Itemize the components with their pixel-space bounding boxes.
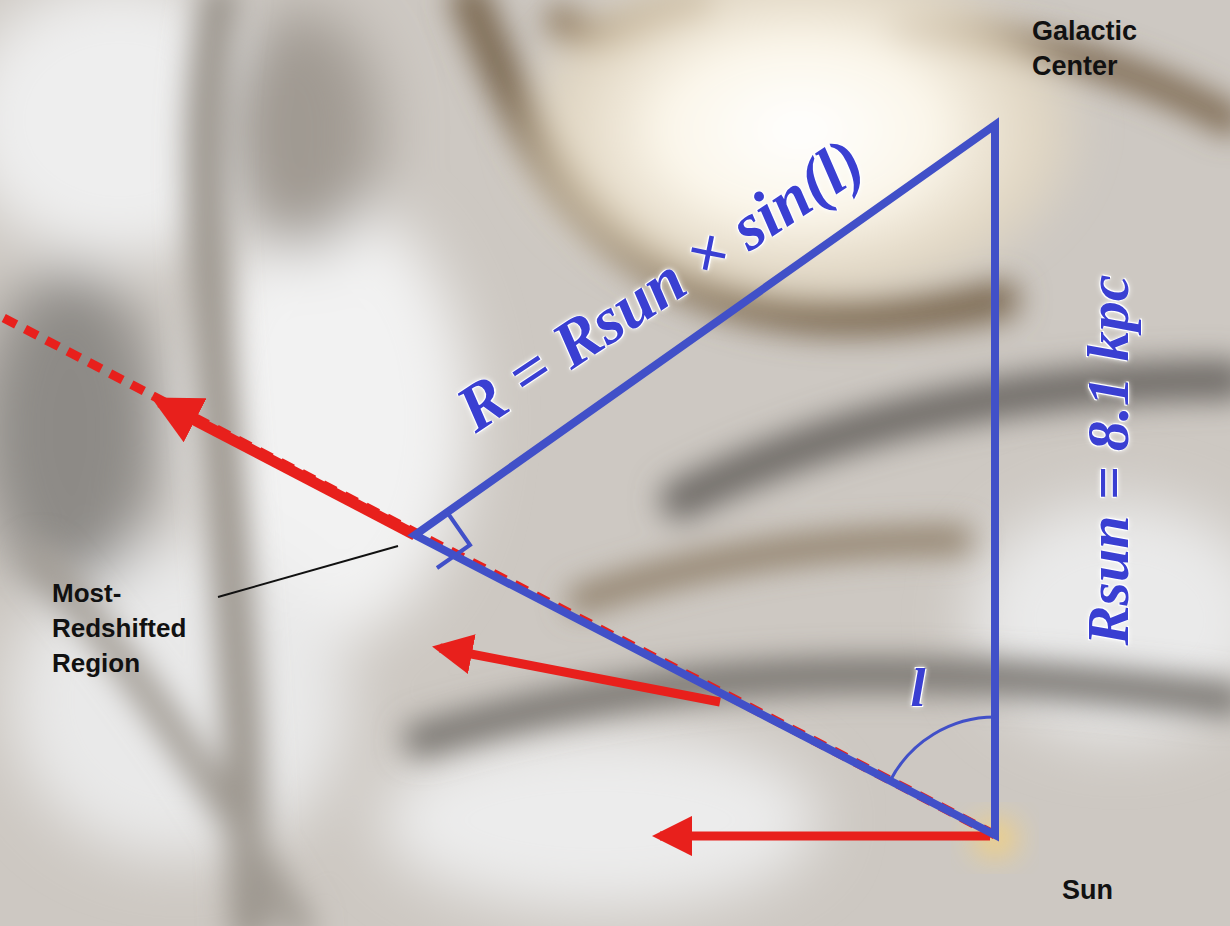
hypotenuse-formula: R = Rsun × sin(l): [443, 123, 878, 447]
velocity-arrow: [660, 832, 990, 841]
angle-arc: [890, 717, 995, 781]
galactic-center-label: Galactic Center: [1032, 14, 1202, 84]
angle-symbol: l: [910, 657, 925, 719]
velocity-arrow: [160, 402, 415, 535]
sun-label: Sun: [1062, 874, 1113, 906]
leader-line: [218, 546, 398, 597]
right-angle-mark: [437, 512, 470, 568]
region-label: Most-Redshifted Region: [52, 576, 202, 681]
sun-distance-label: Rsun = 8.1 kpc: [1074, 275, 1143, 646]
